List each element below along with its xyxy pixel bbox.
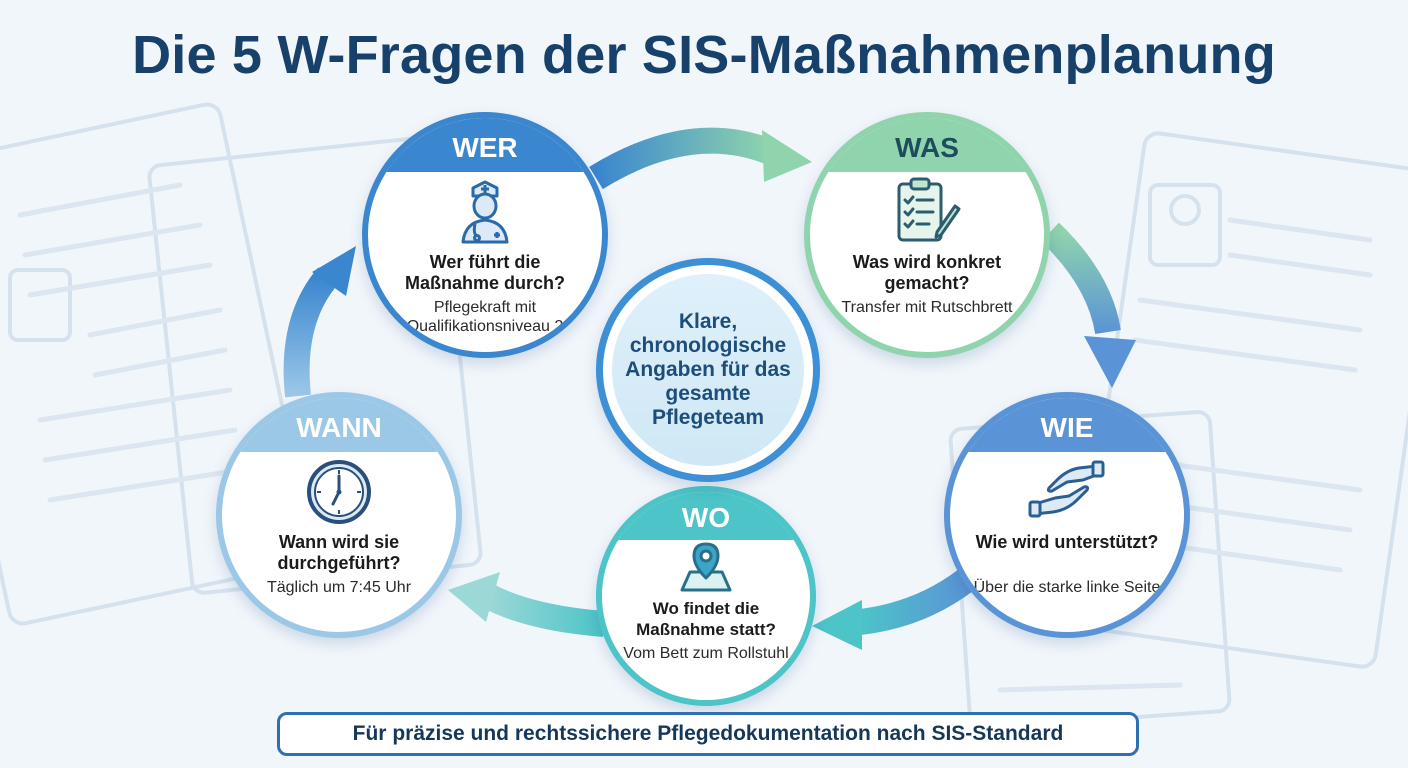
center-text: Klare, chronologische Angaben für das ge…: [625, 310, 791, 429]
node-wer-answer: Pflegekraft mit Qualifikationsniveau 2: [406, 299, 564, 335]
node-wie-question: Wie wird unterstützt?: [975, 532, 1159, 552]
node-was-question: Was wird konkret gemacht?: [852, 252, 1002, 293]
node-wann-answer: Täglich um 7:45 Uhr: [266, 579, 412, 596]
node-was-header: WAS: [810, 118, 1044, 172]
arrow-wann-wer: [283, 267, 339, 398]
nurse-icon: [461, 180, 509, 244]
arrow-wo-wann: [481, 584, 606, 637]
clipboard-checklist-icon: [897, 177, 961, 242]
node-wie: WIE Wie wird unterstützt? Über die stark…: [944, 392, 1190, 638]
node-wo: WO Wo findet die Maßnahme statt? Vom Bet…: [596, 486, 816, 706]
node-was: WAS Was wird konkret gemacht? Transfer m…: [804, 112, 1050, 358]
node-wann: WANN Wann wird sie durchgeführt? Täglich…: [216, 392, 462, 638]
center-circle: Klare, chronologische Angaben für das ge…: [596, 258, 820, 482]
map-pin-icon: [680, 542, 732, 592]
center-inner: Klare, chronologische Angaben für das ge…: [612, 274, 804, 466]
node-wie-header: WIE: [950, 398, 1184, 452]
node-wann-question: Wann wird sie durchgeführt?: [277, 532, 401, 573]
node-wer-question: Wer führt die Maßnahme durch?: [404, 252, 565, 293]
arrow-was-wie: [1040, 222, 1121, 335]
node-was-answer: Transfer mit Rutschbrett: [841, 299, 1013, 316]
node-wer: WER Wer führt die Maßnahme durch? Pflege…: [362, 112, 608, 358]
arrow-wie-wo: [858, 569, 974, 635]
page-title: Die 5 W-Fragen der SIS-Maßnahmenplanung: [132, 25, 1276, 85]
node-wo-answer: Vom Bett zum Rollstuhl: [623, 645, 789, 662]
arrow-wer-was: [589, 127, 775, 190]
helping-hands-icon: [1028, 460, 1105, 518]
node-wo-header: WO: [602, 492, 810, 540]
node-wo-question: Wo findet die Maßnahme statt?: [636, 599, 776, 639]
clock-icon: [307, 460, 371, 524]
footer-banner: Für präzise und rechtssichere Pflegedoku…: [277, 712, 1139, 756]
node-wie-answer: Über die starke linke Seite: [973, 579, 1161, 596]
node-wer-header: WER: [368, 118, 602, 172]
node-wann-header: WANN: [222, 398, 456, 452]
